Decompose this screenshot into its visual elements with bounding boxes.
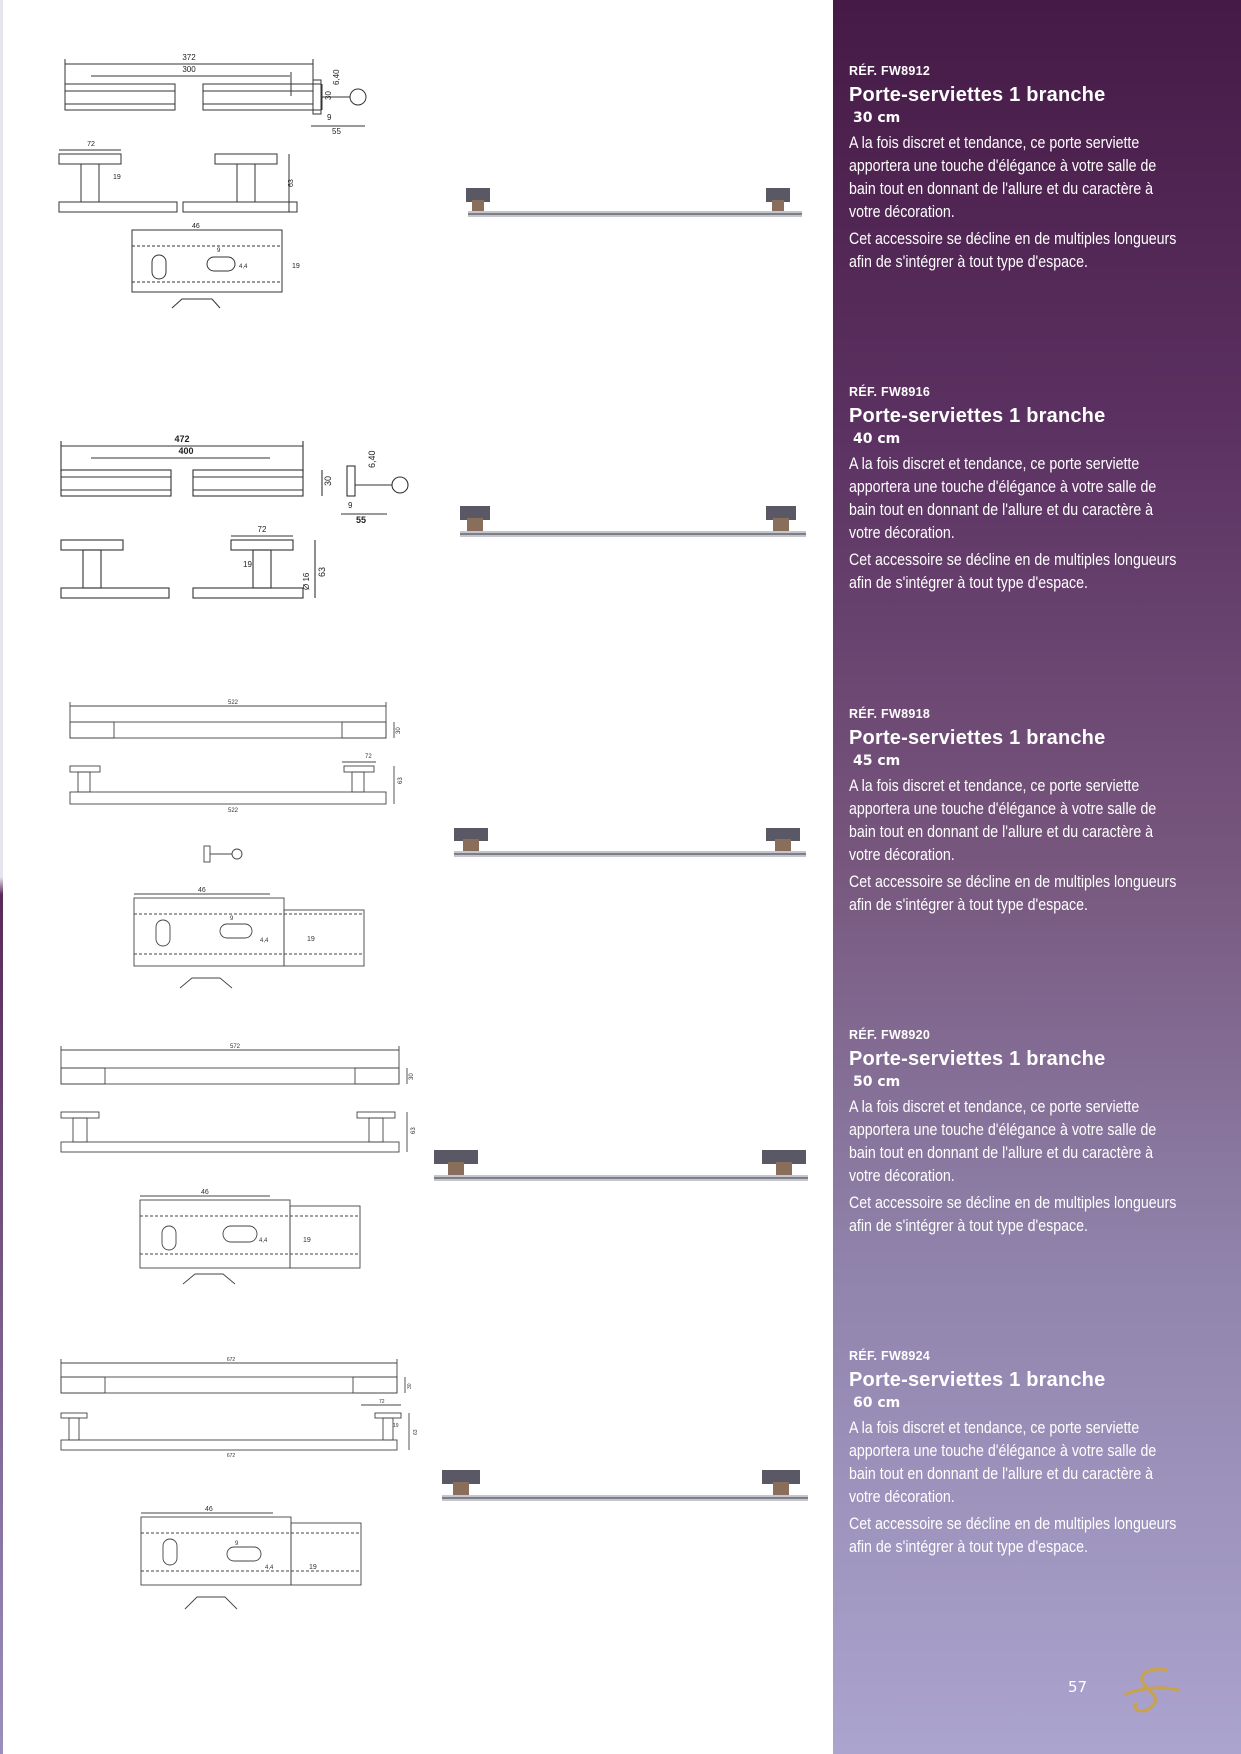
dim-projection: 63 [398,777,404,784]
product-ref: RÉF. FW8924 [849,1349,931,1363]
product-entry: RÉF. FW8918 Porte-serviettes 1 branche 4… [849,707,1229,917]
product-title: Porte-serviettes 1 branche [849,727,1106,749]
product-ref: RÉF. FW8918 [849,707,931,721]
product-description: A la fois discret et tendance, ce porte … [849,455,1157,542]
product-photo [466,188,802,217]
description-panel [833,0,1241,1754]
product-variants-note: Cet accessoire se décline en de multiple… [849,551,1177,592]
dim-depth: 55 [332,127,341,136]
product-size: 40 cm [853,431,901,447]
dim-tube: 19 [243,560,252,569]
dim-projection: 63 [413,1429,419,1435]
dim-height: 30 [407,1383,413,1389]
product-variants-note: Cet accessoire se décline en de multiple… [849,1194,1177,1235]
dim-diameter: 6,40 [367,450,377,468]
dim-height: 30 [324,91,333,100]
dim-slot-width: 9 [235,1541,239,1547]
dim-tube: 19 [113,174,121,181]
dim-overall: 472 [174,434,189,444]
product-variants-note: Cet accessoire se décline en de multiple… [849,230,1177,271]
dim-rod: Ø 16 [302,572,311,590]
dim-height: 30 [396,727,402,734]
dim-slot-height: 4,4 [239,264,248,270]
dim-slot-height: 4,4 [259,1238,268,1244]
page-number: 57 [1068,1678,1088,1696]
product-ref: RÉF. FW8920 [849,1028,931,1042]
dim-plate-width: 46 [201,1189,209,1196]
product-entry: RÉF. FW8912 Porte-serviettes 1 branche 3… [849,64,1229,274]
dim-base: 72 [87,141,95,148]
dim-plate-height: 19 [292,263,300,270]
product-entry: RÉF. FW8924 Porte-serviettes 1 branche 6… [849,1349,1229,1559]
product-photo [454,828,806,857]
product-description: A la fois discret et tendance, ce porte … [849,134,1157,221]
dim-centers: 400 [178,446,193,456]
dim-offset: 9 [348,501,353,510]
dim-centers: 300 [182,65,196,74]
product-ref: RÉF. FW8912 [849,64,931,78]
product-description: A la fois discret et tendance, ce porte … [849,777,1157,864]
technical-drawing: 522 30 72 63 522 46 19 9 4,4 [69,700,404,989]
product-description: A la fois discret et tendance, ce porte … [849,1419,1157,1506]
dim-base: 72 [365,754,372,760]
dim-overall: 522 [228,700,239,706]
dim-plate-height: 19 [309,1564,317,1571]
dim-overall: 572 [230,1044,241,1050]
left-edge-stripe [0,0,3,1754]
dim-slot-width: 9 [230,916,234,922]
dim-projection: 63 [317,567,327,577]
technical-drawing: 372 300 30 6,40 9 55 72 19 63 46 19 9 4,… [58,53,367,309]
dim-overall-bottom: 672 [227,1453,236,1459]
product-photo [460,506,806,537]
product-title: Porte-serviettes 1 branche [849,405,1106,427]
product-description: A la fois discret et tendance, ce porte … [849,1098,1157,1185]
product-title: Porte-serviettes 1 branche [849,84,1106,106]
dim-height: 30 [409,1073,415,1080]
product-variants-note: Cet accessoire se décline en de multiple… [849,873,1177,914]
dim-base: 72 [258,525,267,534]
dim-depth: 55 [356,515,366,525]
dim-plate-height: 19 [303,1237,311,1244]
product-size: 60 cm [853,1395,901,1411]
dim-height: 30 [323,476,333,486]
dim-plate-width: 46 [205,1506,213,1513]
dim-plate-height: 19 [307,936,315,943]
product-title: Porte-serviettes 1 branche [849,1048,1106,1070]
product-entry: RÉF. FW8916 Porte-serviettes 1 branche 4… [849,385,1229,595]
technical-drawing: 472 400 30 6,40 9 55 72 19 Ø 16 63 [60,434,409,599]
product-variants-note: Cet accessoire se décline en de multiple… [849,1515,1177,1556]
product-title: Porte-serviettes 1 branche [849,1369,1106,1391]
dim-diameter: 6,40 [332,69,341,85]
dim-overall: 372 [182,53,196,62]
dim-projection: 63 [288,179,295,187]
product-size: 50 cm [853,1074,901,1090]
dim-offset: 9 [327,113,332,122]
technical-drawing: 572 30 63 46 19 4,4 [60,1044,417,1285]
product-ref: RÉF. FW8916 [849,385,931,399]
product-size: 30 cm [853,110,901,126]
dim-slot-height: 4,4 [260,938,269,944]
dim-tube: 19 [393,1423,399,1429]
product-photo [434,1150,808,1181]
dim-base: 72 [379,1399,385,1405]
dim-slot-width: 9 [217,248,221,254]
product-size: 45 cm [853,753,901,769]
brand-logo [1124,1667,1180,1713]
dim-projection: 63 [411,1127,417,1134]
dim-overall: 672 [227,1357,236,1363]
dim-slot-height: 4,4 [265,1565,274,1571]
dim-plate-width: 46 [192,223,200,230]
dim-plate-width: 46 [198,887,206,894]
product-entry: RÉF. FW8920 Porte-serviettes 1 branche 5… [849,1028,1229,1238]
product-photo [442,1470,808,1501]
technical-drawing: 672 30 72 19 63 672 46 19 9 4,4 [60,1357,419,1610]
dim-overall-bottom: 522 [228,808,239,814]
